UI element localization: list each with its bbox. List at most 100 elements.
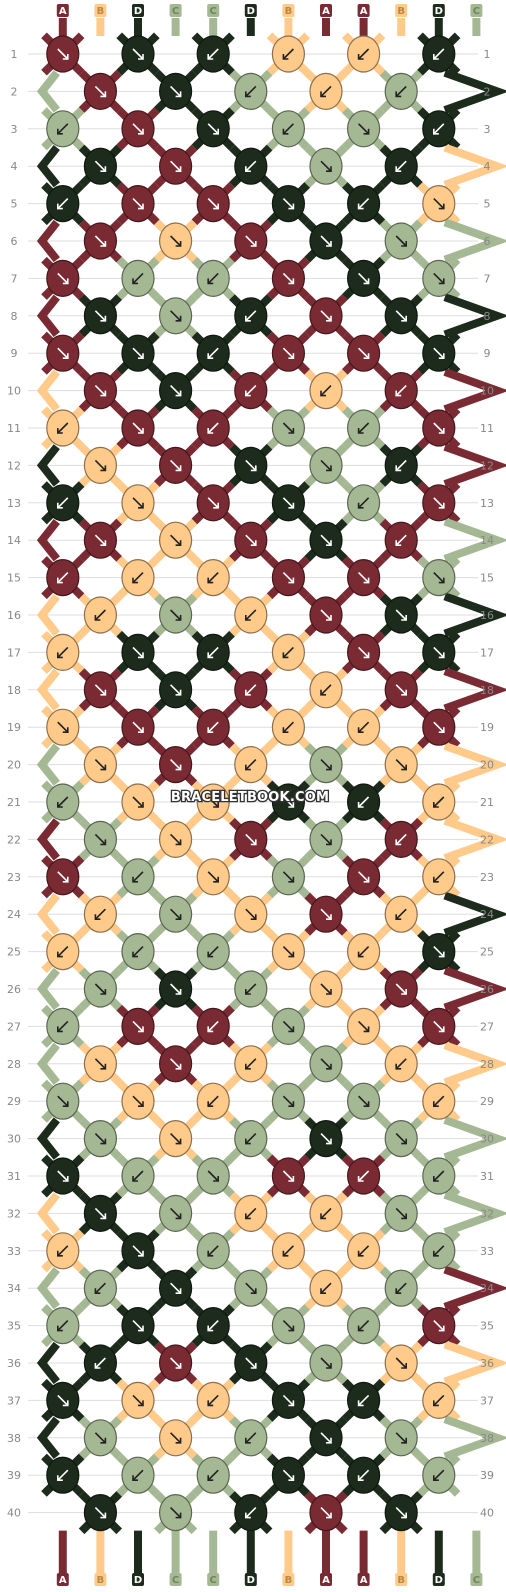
knot-arrowhead xyxy=(207,1400,214,1407)
strand-label-bg xyxy=(470,4,483,17)
watermark: BRACELETBOOK.COM xyxy=(171,790,329,805)
knot-arrowhead xyxy=(175,989,182,995)
knot-arrowhead xyxy=(62,727,69,733)
strand-label-top: A xyxy=(360,6,368,17)
strand-label-top: C xyxy=(172,6,179,17)
knot-arrowhead xyxy=(438,1325,445,1332)
knot-arrowhead xyxy=(94,615,101,621)
knot-arrowhead xyxy=(213,802,219,808)
row-number-right: 22 xyxy=(480,833,494,846)
row-number-right: 1 xyxy=(484,48,491,61)
knot-arrowhead xyxy=(433,1475,439,1481)
knot-arrow xyxy=(132,1469,144,1481)
knot-arrowhead xyxy=(326,1437,332,1444)
knot-arrow xyxy=(358,422,370,434)
knot-arrowhead xyxy=(94,1288,101,1294)
knot-arrow xyxy=(320,160,332,172)
knot-arrowhead xyxy=(326,465,332,472)
knot-arrowhead xyxy=(245,615,251,621)
knot-arrow xyxy=(57,946,69,958)
strand-label-bg xyxy=(94,1573,107,1586)
knot-arrow xyxy=(57,871,69,883)
row-number-right: 30 xyxy=(480,1133,494,1146)
knot-arrowhead xyxy=(175,1437,182,1444)
knot-arrowhead xyxy=(57,428,63,434)
row-number-left: 15 xyxy=(7,572,21,585)
row-number-left: 19 xyxy=(7,721,21,734)
knot-arrowhead xyxy=(100,689,107,696)
edge-strand-right xyxy=(443,368,506,414)
strand-label-bottom: A xyxy=(59,1575,67,1586)
edge-strand-left xyxy=(36,593,60,637)
knot-arrowhead xyxy=(288,353,295,359)
knot-arrow xyxy=(320,1507,332,1519)
knot-arrow xyxy=(358,871,370,883)
row-number-right: 15 xyxy=(480,572,494,585)
knot-arrowhead xyxy=(207,1250,214,1257)
knot-arrow xyxy=(94,908,106,920)
knot-arrowhead xyxy=(245,989,251,995)
row-number-left: 4 xyxy=(11,160,18,173)
row-number-right: 13 xyxy=(480,497,494,510)
knot-arrow xyxy=(170,85,182,97)
knot-arrowhead xyxy=(57,502,63,509)
knot-arrowhead xyxy=(132,577,138,584)
knot-arrow xyxy=(433,123,445,135)
knot-arrow xyxy=(207,646,219,658)
knot-arrow xyxy=(320,1432,332,1444)
knot-arrow xyxy=(94,459,106,471)
edge-strand-right xyxy=(443,592,506,638)
knot-arrowhead xyxy=(245,1213,251,1220)
knot-arrow xyxy=(245,1357,257,1369)
row-number-left: 13 xyxy=(7,497,21,510)
edge-strand-left xyxy=(36,668,60,711)
knot-arrow xyxy=(132,1095,144,1107)
knot-arrowhead xyxy=(207,951,214,958)
edge-strand-right xyxy=(443,68,506,114)
knot-arrow xyxy=(57,721,69,733)
knot-arrow xyxy=(320,684,332,696)
knot-arrowhead xyxy=(207,278,214,285)
row-number-left: 25 xyxy=(7,946,21,959)
row-number-right: 35 xyxy=(480,1320,494,1333)
knot-arrow xyxy=(170,1357,182,1369)
knot-arrowhead xyxy=(363,353,370,359)
knot-arrow xyxy=(358,123,370,135)
knot-arrow xyxy=(94,385,106,397)
row-number-left: 34 xyxy=(7,1282,21,1295)
knot-arrow xyxy=(132,1320,144,1332)
knot-arrowhead xyxy=(326,1063,332,1070)
knot-arrow xyxy=(57,1170,69,1182)
knot-arrow xyxy=(320,1282,332,1294)
knot-arrow xyxy=(395,1432,407,1444)
knot-arrow xyxy=(320,759,332,771)
knot-arrow xyxy=(170,459,182,471)
knot-arrow xyxy=(132,946,144,958)
knot-arrowhead xyxy=(395,1063,402,1070)
edge-strand-right xyxy=(443,816,506,862)
knot-arrowhead xyxy=(282,1250,289,1257)
knot-arrow xyxy=(395,385,407,397)
knot-arrowhead xyxy=(326,1512,332,1519)
knot-arrow xyxy=(320,1207,332,1219)
edge-strand-left xyxy=(36,967,60,1011)
knot-arrowhead xyxy=(357,502,364,509)
row-number-right: 40 xyxy=(480,1507,494,1520)
knot-arrowhead xyxy=(100,1213,107,1220)
strand-label-bottom: C xyxy=(210,1575,217,1586)
row-number-left: 7 xyxy=(11,272,18,285)
knot-arrow xyxy=(282,572,294,584)
edge-strand-left xyxy=(36,1117,60,1160)
knot-arrow xyxy=(433,1320,445,1332)
knot-arrow xyxy=(170,160,182,172)
knot-arrowhead xyxy=(100,1512,107,1519)
edge-strand-left xyxy=(36,893,60,936)
knot-arrowhead xyxy=(326,241,332,247)
knot-arrowhead xyxy=(175,615,182,621)
knot-arrow xyxy=(282,946,294,958)
knot-arrow xyxy=(170,1507,182,1519)
knot-arrowhead xyxy=(357,428,364,434)
knot-arrowhead xyxy=(175,1512,182,1519)
strand-label-top: D xyxy=(134,6,142,17)
knot-arrowhead xyxy=(433,1176,439,1182)
